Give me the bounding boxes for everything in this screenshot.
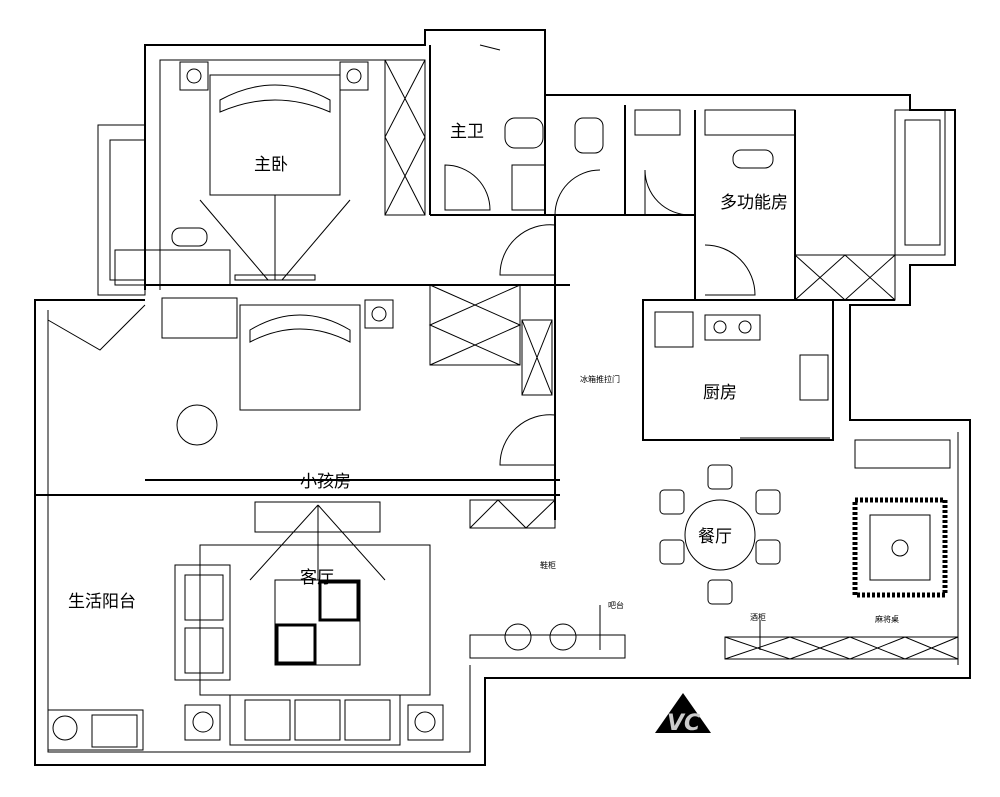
annotation-mahjong-table: 麻将桌 [875,615,899,624]
washer [47,304,146,751]
doors [444,164,756,466]
bath-fixtures [479,44,681,211]
svg-text:VC: VC [667,711,700,736]
master-bed [199,74,351,281]
kitchen-fixtures [654,311,830,439]
desks [114,149,774,446]
room-label-master-bath: 主卫 [450,122,484,142]
room-label-dining: 餐厅 [698,527,732,547]
room-label-balcony: 生活阳台 [68,592,136,612]
mahjong-table [852,439,951,598]
room-label-kitchen: 厨房 [703,383,737,403]
room-label-living: 客厅 [300,568,334,588]
exterior-walls [34,29,971,766]
kids-bed [239,304,361,411]
nightstands [179,61,394,329]
annotation-shoe-cabinet: 鞋柜 [540,561,556,570]
wine-cabinet [724,620,959,660]
room-label-master-bedroom: 主卧 [254,155,288,175]
annotation-wine-cabinet: 酒柜 [750,613,766,622]
bar-counter [469,605,626,659]
living-furniture [174,501,444,746]
room-label-multi-room: 多功能房 [720,193,788,213]
vc-logo: VC [655,693,711,736]
annotation-bar: 吧台 [608,601,624,610]
room-label-kids-room: 小孩房 [300,472,351,492]
wardrobes [161,59,896,529]
dining-table [659,464,781,605]
annotation-kitchen-door: 冰箱推拉门 [580,375,620,384]
